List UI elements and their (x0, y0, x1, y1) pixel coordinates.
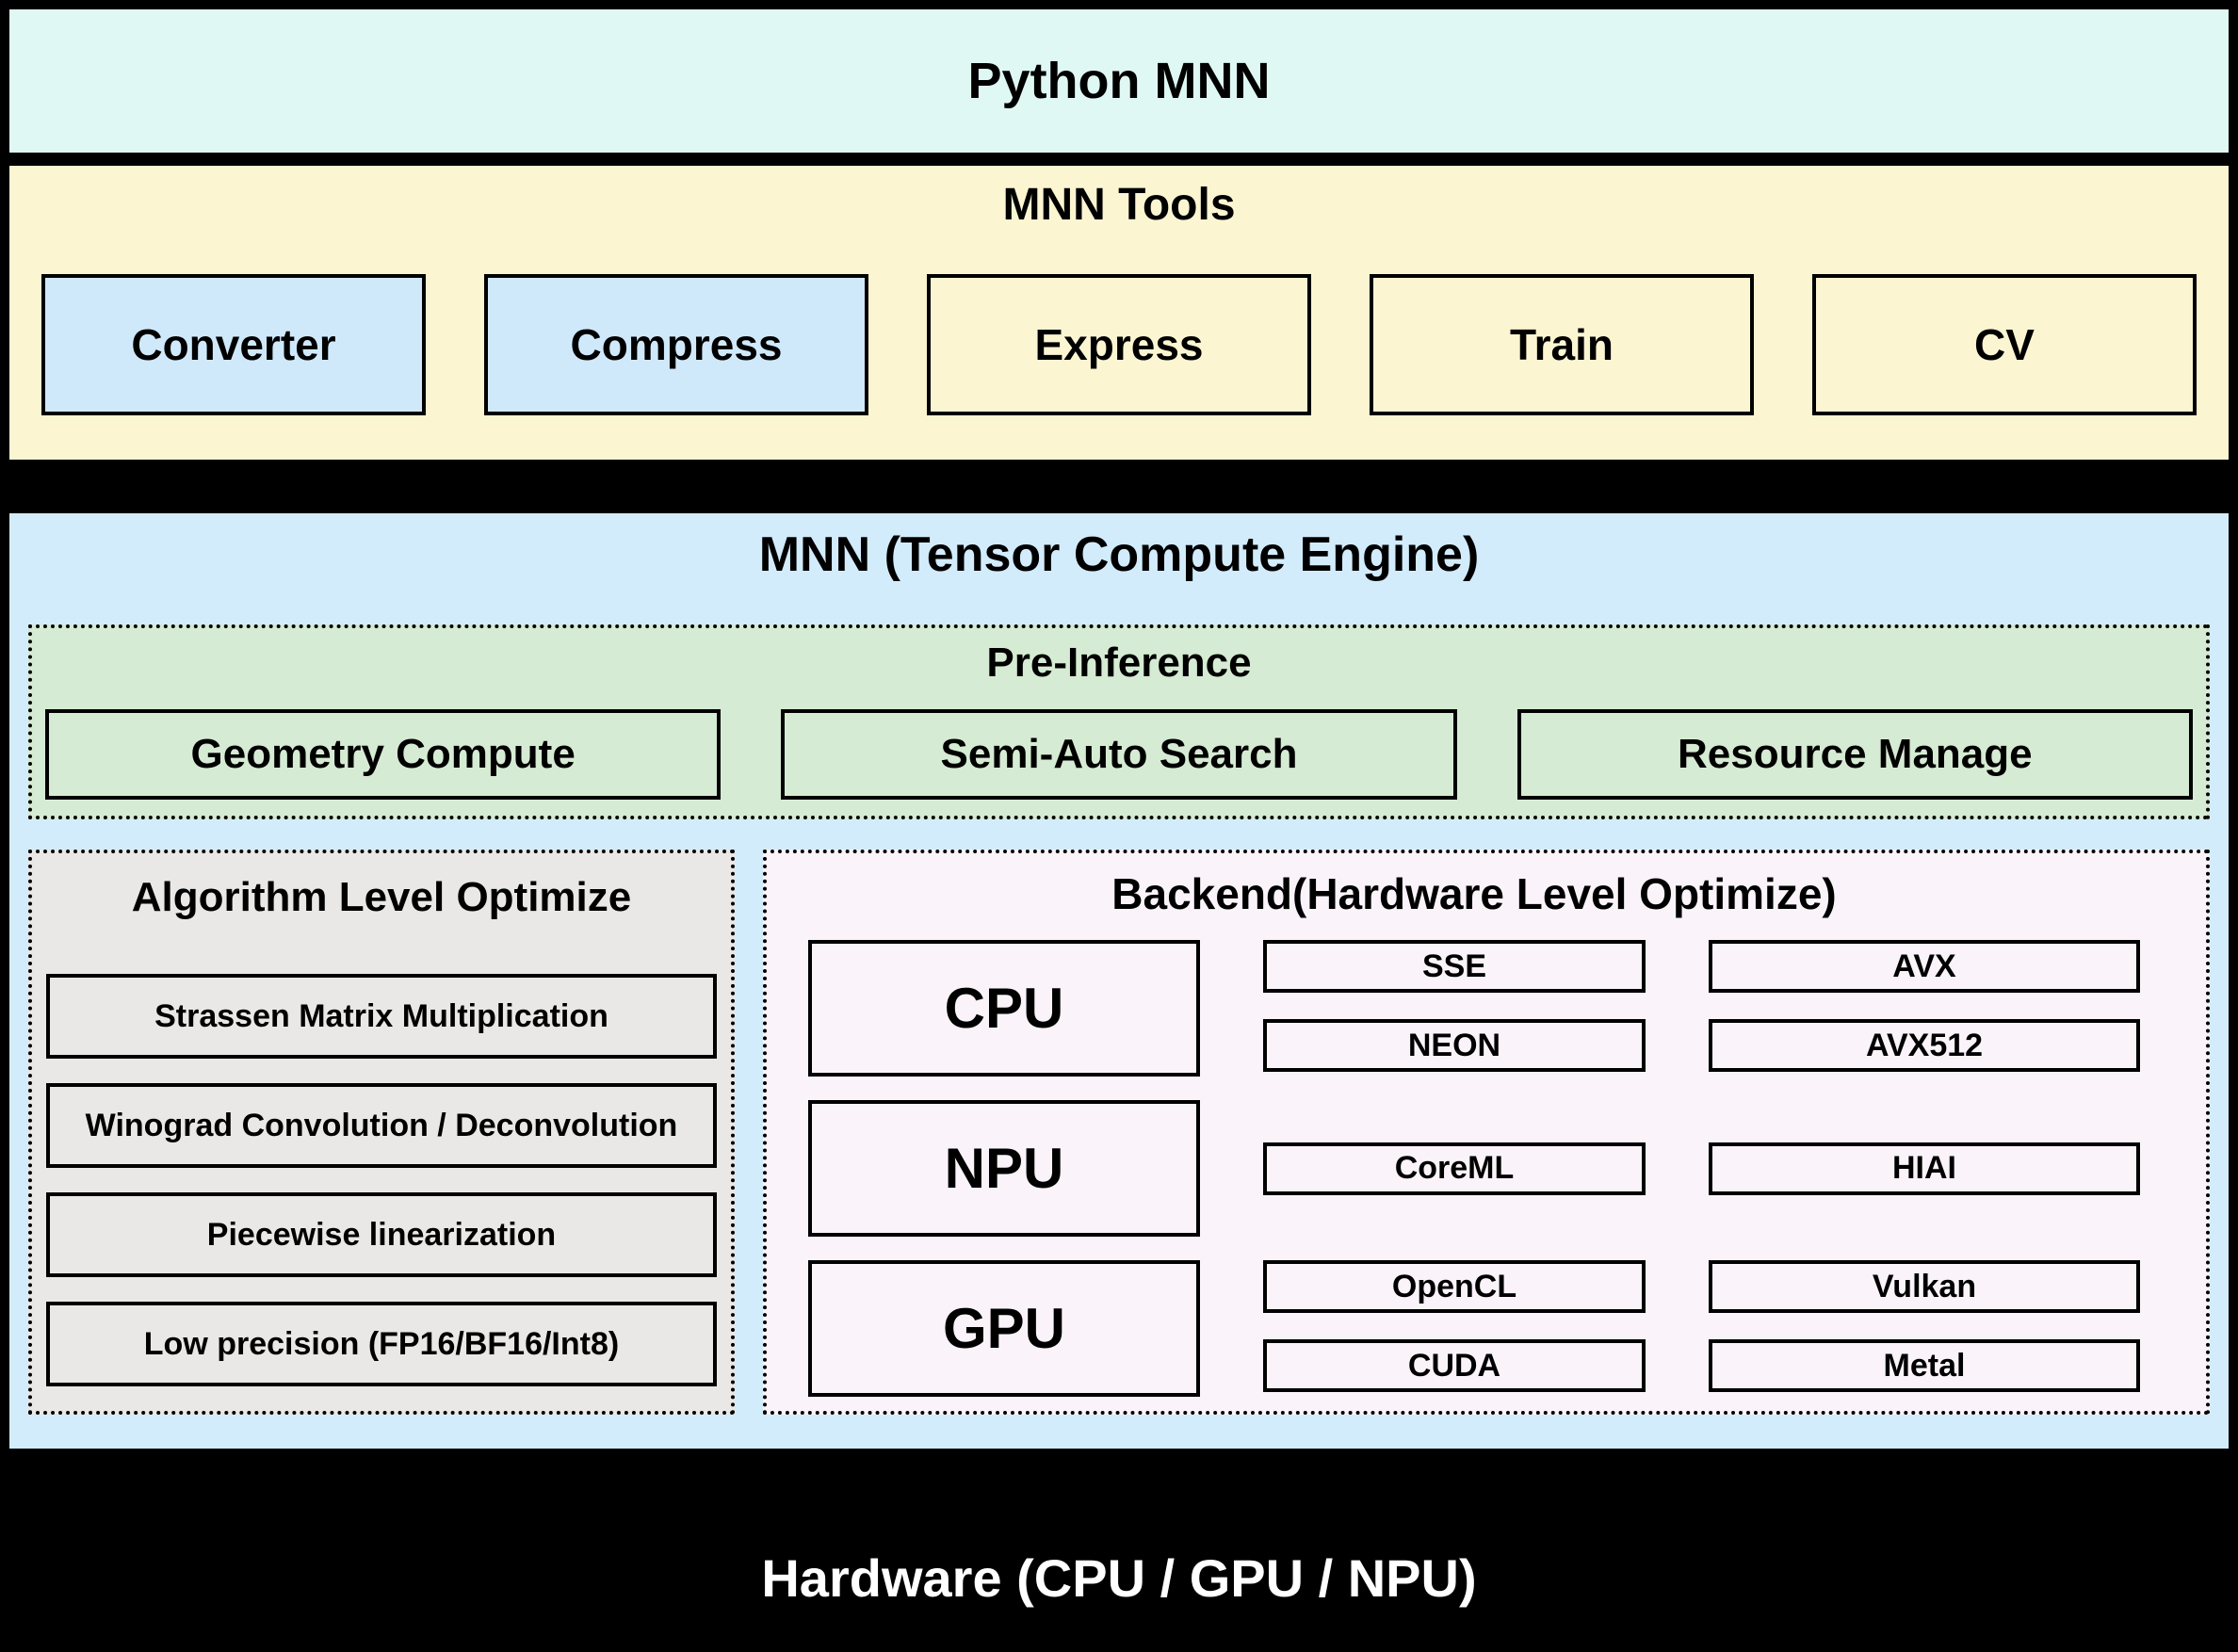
engine-columns: Algorithm Level Optimize Strassen Matrix… (28, 850, 2210, 1415)
algo-item-piecewise: Piecewise linearization (46, 1192, 717, 1277)
algo-item-winograd: Winograd Convolution / Deconvolution (46, 1083, 717, 1168)
proc-npu: NPU (808, 1100, 1200, 1237)
chip-neon: NEON (1263, 1019, 1646, 1072)
pre-item-resource-manage: Resource Manage (1516, 709, 2193, 800)
hardware-title: Hardware (CPU / GPU / NPU) (761, 1547, 1477, 1608)
tool-box-cv: CV (1812, 274, 2197, 415)
pre-item-semi-auto-search: Semi-Auto Search (781, 709, 1457, 800)
mnn-engine-title: MNN (Tensor Compute Engine) (758, 527, 1480, 582)
python-mnn-title: Python MNN (967, 53, 1271, 109)
backend-row-npu: NPU CoreML HIAI (808, 1100, 2140, 1237)
tool-box-train-label: Train (1510, 320, 1614, 369)
tool-box-express: Express (927, 274, 1311, 415)
cpu-chip-stack-right: AVX AVX512 (1709, 940, 2140, 1077)
tool-box-compress: Compress (484, 274, 868, 415)
tool-box-cv-label: CV (1974, 320, 2035, 369)
backend-title: Backend(Hardware Level Optimize) (1111, 869, 1837, 918)
tool-box-express-label: Express (1034, 320, 1204, 369)
backend-row-gpu: GPU OpenCL CUDA Vulkan Metal (808, 1260, 2140, 1397)
backend-row-cpu: CPU SSE NEON AVX AVX512 (808, 940, 2140, 1077)
chip-hiai: HIAI (1709, 1142, 2140, 1195)
tools-row: Converter Compress Express Train CV (9, 274, 2229, 415)
mnn-tools-title: MNN Tools (1002, 180, 1236, 230)
npu-chip-stack-right: HIAI (1709, 1100, 2140, 1237)
algorithm-items: Strassen Matrix Multiplication Winograd … (46, 974, 717, 1386)
algo-item-strassen: Strassen Matrix Multiplication (46, 974, 717, 1059)
pre-item-geometry-compute: Geometry Compute (45, 709, 722, 800)
gpu-chip-stack-left: OpenCL CUDA (1263, 1260, 1646, 1397)
pre-inference-row: Geometry Compute Semi-Auto Search Resour… (45, 709, 2193, 800)
algorithm-level-optimize-box: Algorithm Level Optimize Strassen Matrix… (28, 850, 735, 1415)
chip-coreml: CoreML (1263, 1142, 1646, 1195)
cpu-chip-stack-left: SSE NEON (1263, 940, 1646, 1077)
chip-avx: AVX (1709, 940, 2140, 993)
tool-box-converter: Converter (41, 274, 426, 415)
backend-rows: CPU SSE NEON AVX AVX512 NPU Co (808, 940, 2140, 1397)
proc-gpu: GPU (808, 1260, 1200, 1397)
divider-top (9, 153, 2229, 166)
mnn-tools-band: MNN Tools Converter Compress Express Tra… (9, 166, 2229, 460)
mnn-engine-band: MNN (Tensor Compute Engine) Pre-Inferenc… (9, 513, 2229, 1449)
backend-box: Backend(Hardware Level Optimize) CPU SSE… (763, 850, 2210, 1415)
proc-cpu: CPU (808, 940, 1200, 1077)
chip-vulkan: Vulkan (1709, 1260, 2140, 1313)
chip-sse: SSE (1263, 940, 1646, 993)
pre-inference-box: Pre-Inference Geometry Compute Semi-Auto… (28, 624, 2210, 819)
chip-metal: Metal (1709, 1339, 2140, 1392)
python-mnn-band: Python MNN (9, 9, 2229, 153)
chip-cuda: CUDA (1263, 1339, 1646, 1392)
hardware-band: Hardware (CPU / GPU / NPU) (9, 1449, 2229, 1652)
gpu-chip-stack-right: Vulkan Metal (1709, 1260, 2140, 1397)
pre-inference-title: Pre-Inference (986, 640, 1252, 686)
npu-chip-stack-left: CoreML (1263, 1100, 1646, 1237)
chip-avx512: AVX512 (1709, 1019, 2140, 1072)
tool-box-compress-label: Compress (570, 320, 783, 369)
chip-opencl: OpenCL (1263, 1260, 1646, 1313)
algorithm-level-optimize-title: Algorithm Level Optimize (131, 874, 632, 920)
divider-middle (9, 460, 2229, 513)
tool-box-train: Train (1370, 274, 1754, 415)
algo-item-low-precision: Low precision (FP16/BF16/Int8) (46, 1302, 717, 1386)
tool-box-converter-label: Converter (131, 320, 336, 369)
